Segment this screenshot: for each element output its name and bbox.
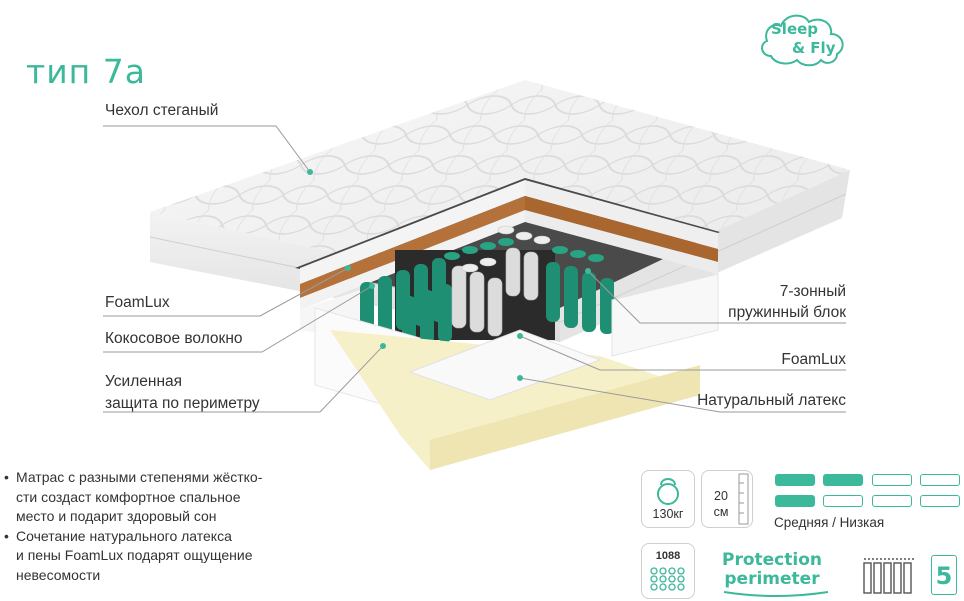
kettlebell-icon [657, 478, 679, 505]
feature-item: Матрас с разными степенями жёстко- сти с… [4, 468, 344, 527]
marker-dots [307, 169, 591, 381]
label-natural-latex: Натуральный латекс [697, 392, 846, 409]
label-coconut-fiber: Кокосовое волокно [105, 330, 243, 347]
firmness-bar [823, 495, 863, 507]
label-perimeter-line-1: Усиленная [105, 373, 183, 390]
cutaway-layers [295, 178, 720, 470]
zones-value: 5 [935, 562, 953, 590]
firmness-label: Средняя / Низкая [774, 515, 885, 530]
spring-count-spec: 1088 [641, 543, 695, 599]
firmness-bar [775, 495, 815, 507]
logo-line-2: & Fly [792, 39, 836, 57]
firmness-bar [872, 474, 912, 486]
label-quilted-cover: Чехол стеганый [105, 102, 219, 119]
feature-list: Матрас с разными степенями жёстко- сти с… [4, 468, 344, 586]
height-unit: см [713, 505, 729, 519]
firmness-bar [872, 495, 912, 507]
ruler-icon [738, 473, 749, 525]
firmness-bar [920, 474, 960, 486]
label-foamlux-right: FoamLux [781, 351, 846, 368]
product-title: тип 7а [26, 52, 146, 91]
protection-line-2: perimeter [724, 569, 820, 589]
firmness-bar [920, 495, 960, 507]
protection-perimeter-badge: Protection perimeter [722, 551, 822, 589]
logo-line-1: Sleep [771, 20, 819, 38]
leader-lines [103, 125, 846, 413]
underline-arc [723, 591, 829, 597]
height-value: 20 [714, 489, 728, 503]
spring-grid-icon [650, 567, 685, 591]
label-springs-line-2: пружинный блок [728, 304, 846, 321]
cloud-shape [761, 14, 844, 67]
brand-logo: Sleep & Fly [757, 8, 849, 70]
feature-item: Сочетание натурального латекса и пены Fo… [4, 527, 344, 586]
spring-columns-icon [863, 558, 914, 594]
protection-line-1: Protection [722, 550, 822, 570]
spring-count-value: 1088 [655, 550, 681, 562]
weight-spec: 130кг [641, 470, 695, 528]
weight-value: 130кг [652, 507, 684, 521]
firmness-bar [823, 474, 863, 486]
label-springs-line-1: 7-зонный [779, 283, 846, 300]
height-spec: 20 см [701, 470, 753, 528]
firmness-bar [775, 474, 815, 486]
zones-badge: 5 [931, 555, 957, 595]
label-foamlux-left: FoamLux [105, 294, 170, 311]
label-perimeter-line-2: защита по периметру [105, 395, 260, 412]
